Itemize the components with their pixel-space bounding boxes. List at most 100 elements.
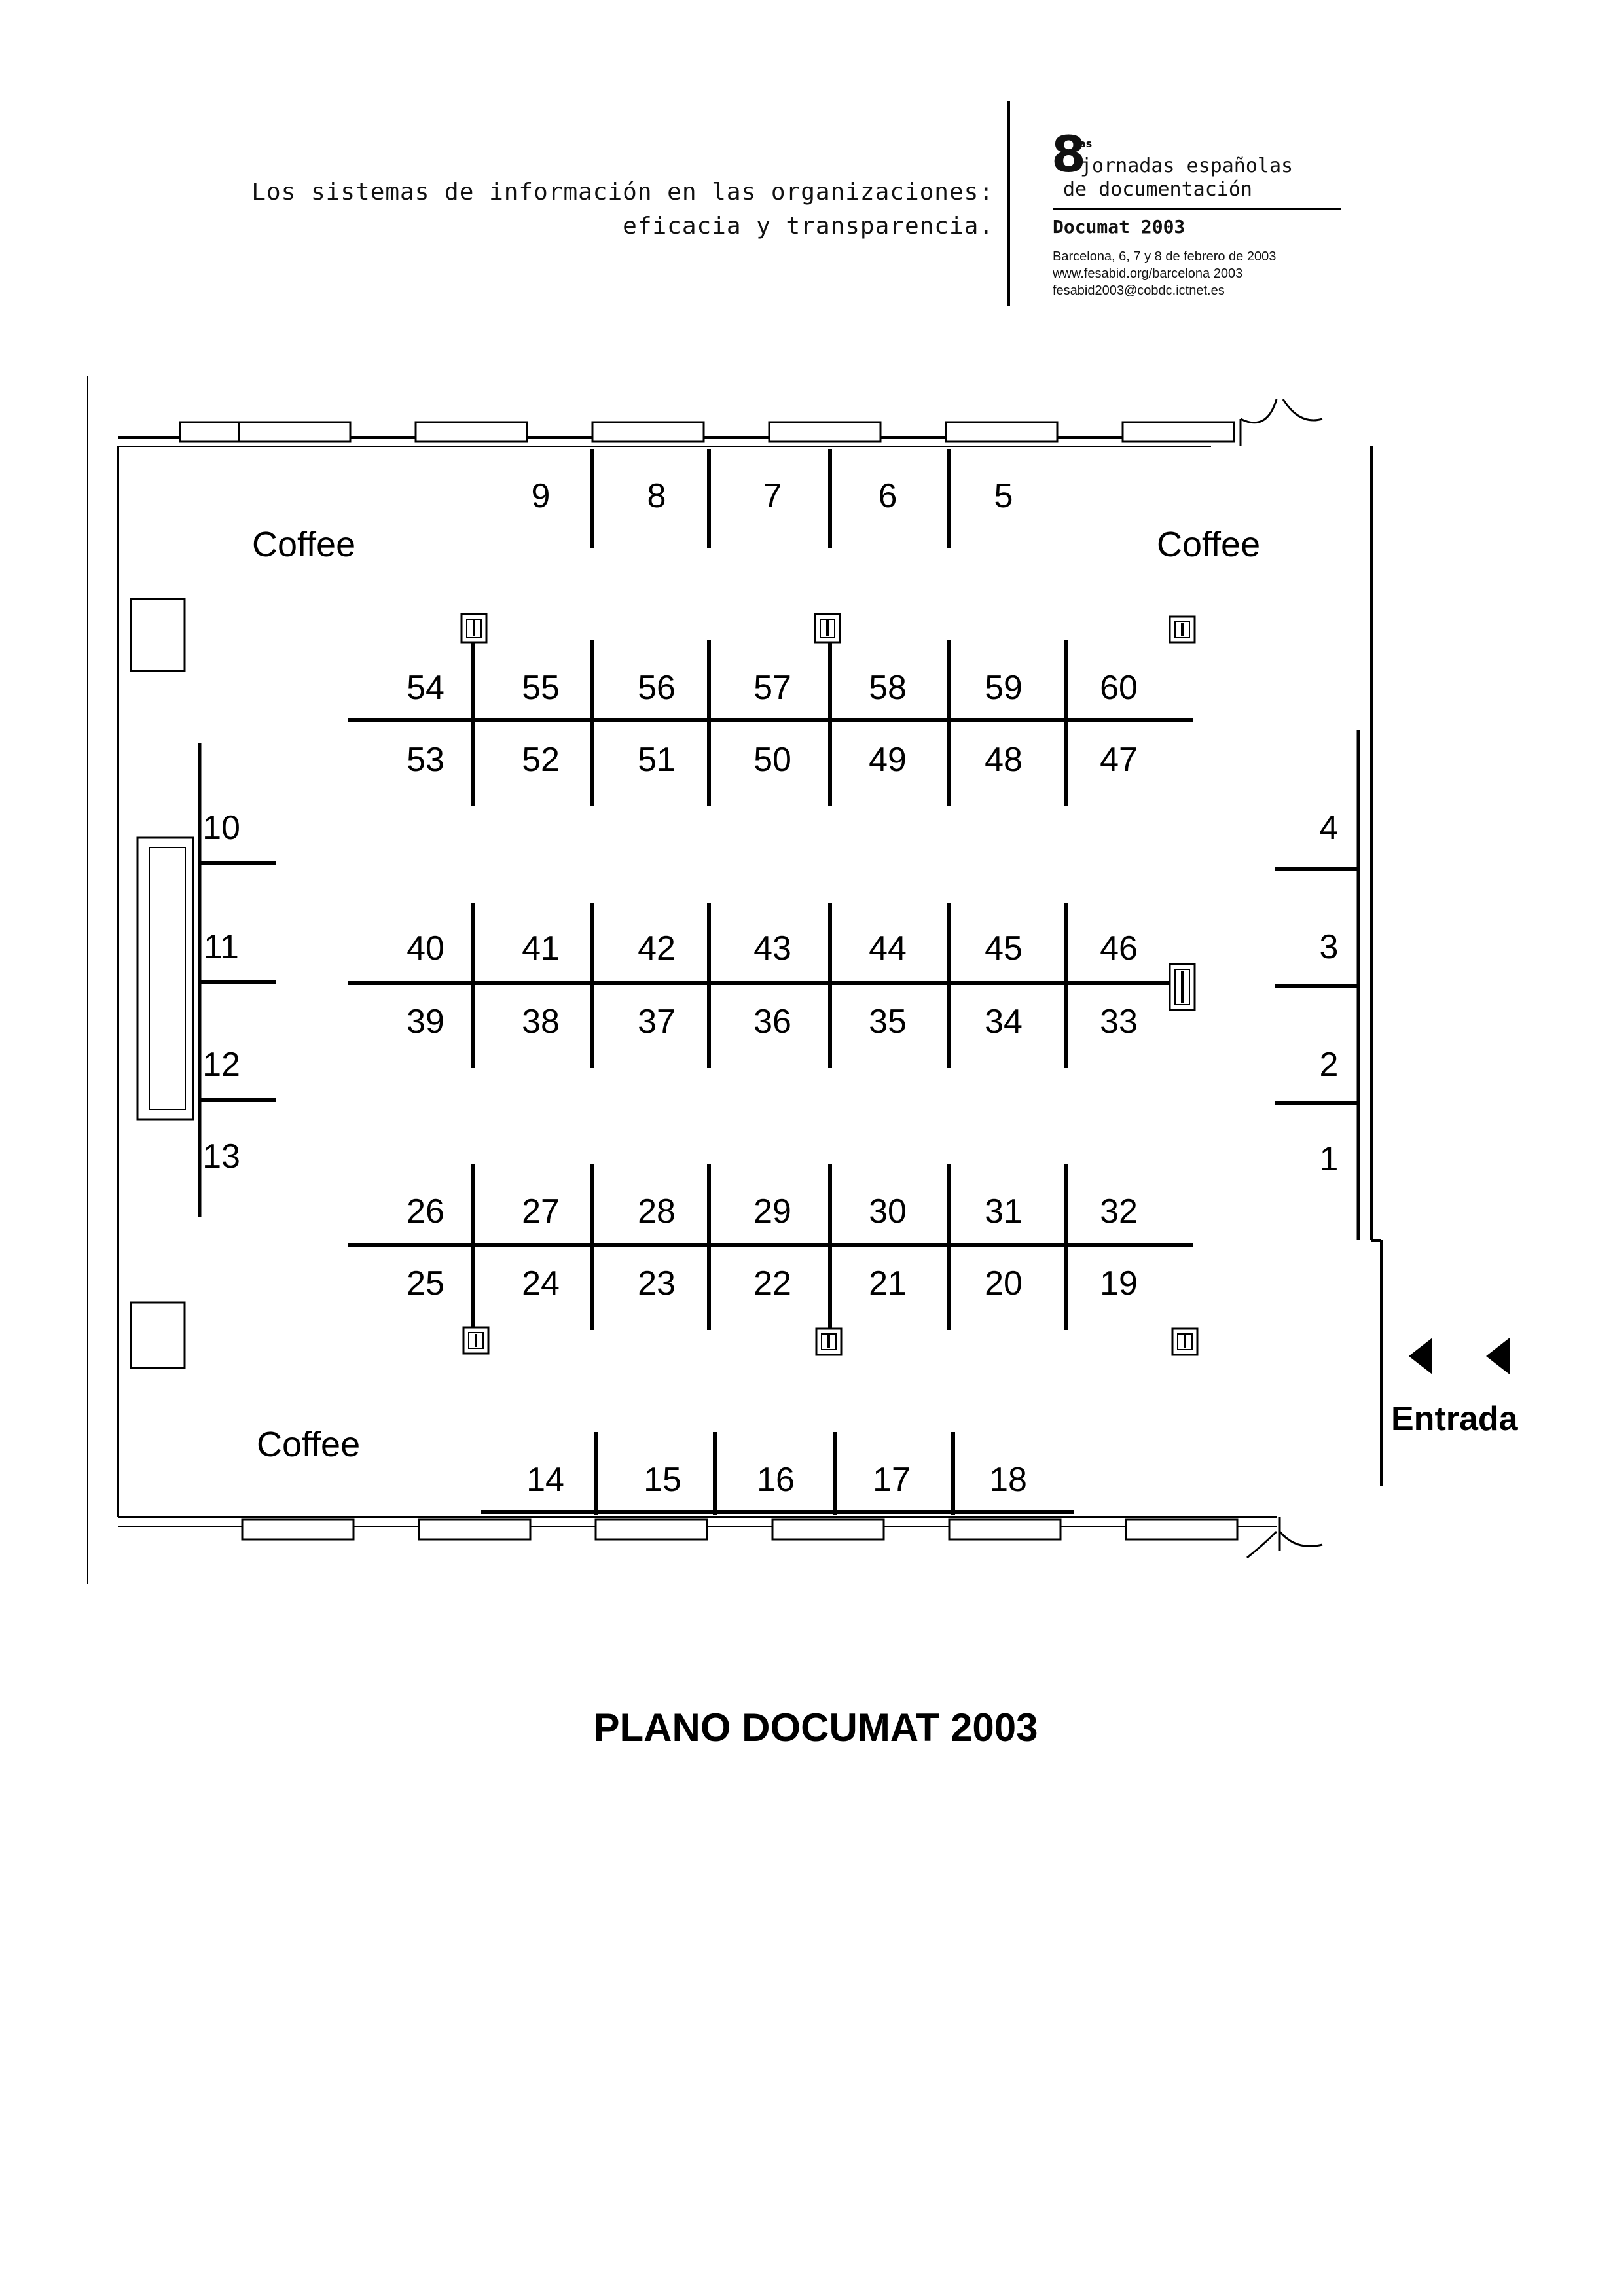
window [241,1518,355,1541]
stand-number: 47 [1100,741,1138,779]
stand-number: 22 [753,1265,791,1302]
stand-number: 20 [985,1265,1023,1302]
stand-number: 37 [638,1003,676,1041]
stand-number: 30 [869,1193,907,1230]
stand-number: 2 [1320,1046,1339,1084]
entrance-arrow-icon [1409,1338,1432,1374]
stand-number: 29 [753,1193,791,1230]
west-service-block-inner [149,847,186,1110]
stand-number: 49 [869,741,907,779]
stand-number: 3 [1320,928,1339,966]
map-title: PLANO DOCUMAT 2003 [594,1706,1038,1749]
stand-number: 42 [638,929,676,967]
stand-number: 41 [522,929,560,967]
stand-number: 57 [753,669,791,707]
stand-number: 12 [202,1046,240,1084]
stand-number: 5 [994,477,1013,515]
event-name-line-1: jornadas españolas [1080,154,1294,177]
west-utility-room-upper [130,598,186,672]
window [1121,421,1235,443]
stand-number: 35 [869,1003,907,1041]
stand-number: 44 [869,929,907,967]
stand-number: 46 [1100,929,1138,967]
north-door [1239,399,1323,446]
west-service-block [136,836,194,1121]
event-name-line-2: de documentación [1063,178,1252,201]
stand-number: 28 [638,1193,676,1230]
stand-number: 38 [522,1003,560,1041]
window [591,421,705,443]
fire-hydrant-icon [462,1326,490,1355]
stand-number: 40 [407,929,444,967]
window [768,421,882,443]
stand-number: 51 [638,741,676,779]
stand-number: 43 [753,929,791,967]
stand-number: 45 [985,929,1023,967]
stand-number: 33 [1100,1003,1138,1041]
event-website: www.fesabid.org/barcelona 2003 [1053,266,1243,281]
stand-number: 36 [753,1003,791,1041]
edition-number: 8 [1051,125,1086,183]
fire-hydrant-icon [1171,1327,1199,1356]
window [771,1518,885,1541]
event-email: fesabid2003@cobdc.ictnet.es [1053,283,1225,298]
coffee-area-sw: Coffee [257,1425,360,1464]
entrance-arrow-icon [1486,1338,1510,1374]
stand-number: 34 [985,1003,1023,1041]
stand-number: 14 [526,1461,564,1499]
stand-number: 21 [869,1265,907,1302]
stand-number: 11 [204,928,239,966]
stand-number: 9 [532,477,551,515]
window [418,1518,532,1541]
stand-number: 17 [873,1461,911,1499]
window [594,1518,708,1541]
stand-number: 19 [1100,1265,1138,1302]
windows [179,421,1239,1541]
stand-number: 60 [1100,669,1138,707]
header-divider [1007,101,1010,306]
stand-number: 1 [1320,1140,1339,1178]
stand-number: 58 [869,669,907,707]
stand-number: 13 [202,1138,240,1175]
fire-hydrant-icon [460,613,488,644]
entrance-label: Entrada [1391,1400,1519,1438]
stand-number: 8 [647,477,666,515]
west-utility-room [130,1301,186,1369]
stand-number: 27 [522,1193,560,1230]
stand-number: 15 [643,1461,681,1499]
stand-number: 24 [522,1265,560,1302]
stand-number: 23 [638,1265,676,1302]
stand-number: 7 [763,477,782,515]
edition-ordinal: as [1079,137,1093,150]
fire-hydrant-icon [1169,963,1196,1011]
stand-number: 4 [1320,809,1339,847]
tagline-line-1: Los sistemas de información en las organ… [251,179,994,206]
stand-number: 16 [757,1461,795,1499]
stand-number: 50 [753,741,791,779]
window [948,1518,1062,1541]
south-door [1246,1517,1323,1559]
stand-number: 10 [202,809,240,847]
window [238,421,352,443]
window [1125,1518,1239,1541]
stand-number: 31 [985,1193,1023,1230]
stand-number: 39 [407,1003,444,1041]
event-dates: Barcelona, 6, 7 y 8 de febrero de 2003 [1053,249,1277,264]
stand-number: 18 [989,1461,1027,1499]
stand-number: 56 [638,669,676,707]
stand-number: 32 [1100,1193,1138,1230]
conference-tagline: Los sistemas de información en las organ… [143,175,994,243]
coffee-area-ne: Coffee [1157,525,1260,564]
fire-hydrant-icon [814,613,841,644]
header-rule [1053,208,1341,210]
stand-number: 26 [407,1193,444,1230]
fire-hydrant-icon [815,1327,843,1356]
stand-number: 54 [407,669,444,707]
coffee-area-nw: Coffee [252,525,355,564]
tagline-line-2: eficacia y transparencia. [623,213,994,240]
stand-number: 59 [985,669,1023,707]
fire-hydrant-icon [1169,615,1196,644]
documat-label: Documat 2003 [1053,216,1186,238]
